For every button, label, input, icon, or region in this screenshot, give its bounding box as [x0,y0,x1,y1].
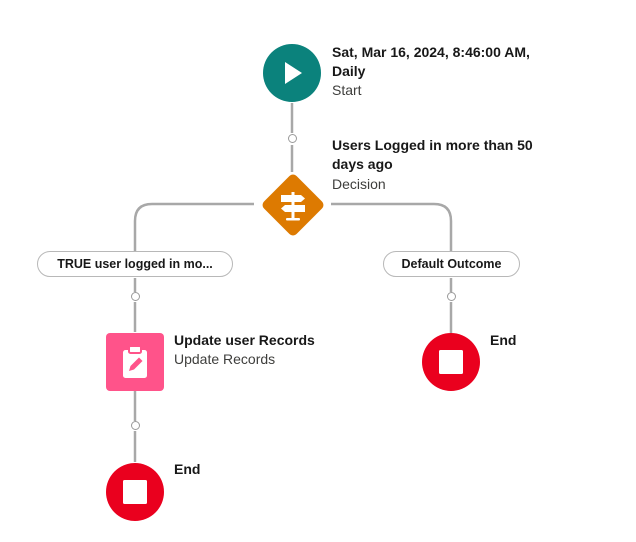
add-element-circle-after-update[interactable] [131,421,140,430]
stop-icon [422,333,480,391]
update-title: Update user Records [174,332,315,348]
end-node-left[interactable] [106,463,164,521]
decision-type-label: Decision [332,176,386,192]
connector-decision-right-branch [331,202,453,252]
end-node-right[interactable] [422,333,480,391]
update-type-label: Update Records [174,351,276,367]
add-element-circle-1[interactable] [288,134,297,143]
add-element-circle-right[interactable] [447,292,456,301]
decision-title-line1: Users Logged in more than 50 [332,137,533,153]
end-left-label: End [174,461,201,477]
start-title-line1: Sat, Mar 16, 2024, 8:46:00 AM, [332,44,530,60]
start-type-label: Start [332,82,362,98]
play-icon [263,44,321,102]
outcome-true-pill[interactable]: TRUE user logged in mo... [37,251,233,277]
stop-icon [106,463,164,521]
end-right-label: End [490,332,517,348]
clipboard-edit-icon [106,333,164,391]
decision-title-line2: days ago [332,156,393,172]
start-title-line2: Daily [332,63,366,79]
decision-signpost-icon [262,174,324,236]
decision-node[interactable] [253,165,333,245]
add-element-circle-left[interactable] [131,292,140,301]
update-records-node[interactable] [106,333,164,391]
start-node[interactable] [263,44,321,102]
outcome-default-pill[interactable]: Default Outcome [383,251,520,277]
connector-decision-left-branch [133,202,254,252]
